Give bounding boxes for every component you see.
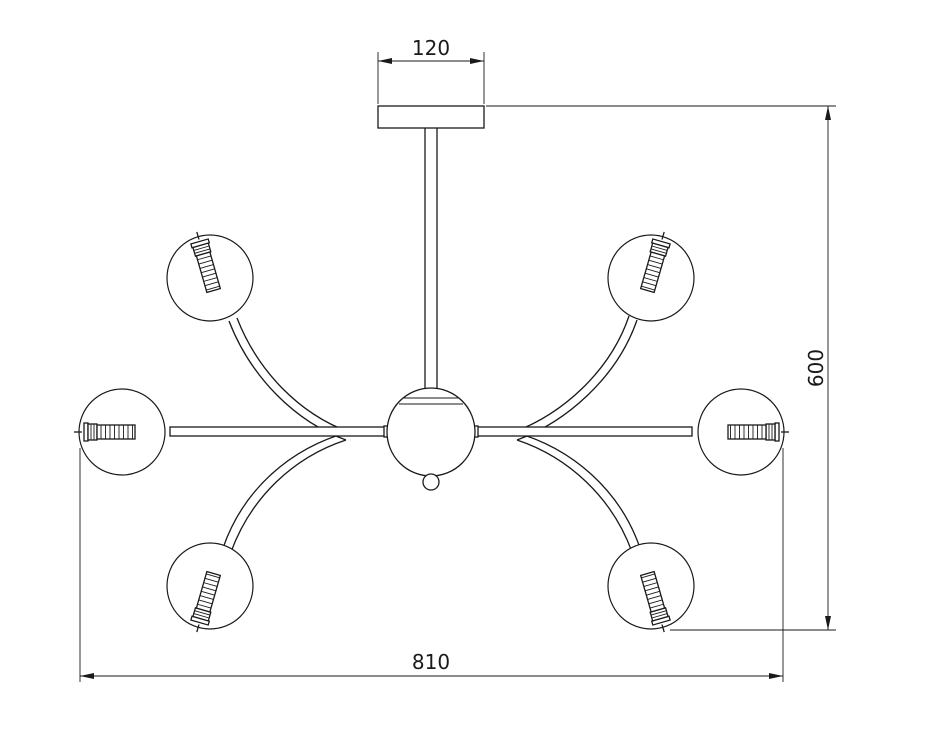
lamp-connector bbox=[661, 231, 665, 240]
lamp-connector bbox=[196, 231, 200, 240]
lamp-globe-lower-right bbox=[607, 542, 695, 633]
lamp-connector bbox=[661, 624, 665, 633]
bulb bbox=[190, 570, 222, 626]
hub-finial bbox=[422, 473, 440, 491]
lamp-globe-lower-left bbox=[166, 542, 254, 633]
dimension-overall-height: 600 bbox=[486, 105, 836, 631]
overall-width-label: 810 bbox=[412, 650, 450, 674]
lamp-globe-upper-left bbox=[166, 231, 254, 322]
central-hub bbox=[386, 387, 476, 491]
bulb bbox=[639, 238, 671, 294]
dimension-overall-width: 810 bbox=[79, 448, 784, 682]
lamp-globes bbox=[74, 231, 789, 633]
dimension-canopy-width: 120 bbox=[377, 36, 485, 104]
bulb bbox=[639, 570, 671, 626]
lamp-globe-mid-right bbox=[697, 388, 789, 476]
bulb bbox=[190, 238, 222, 294]
bulb bbox=[83, 422, 136, 442]
lamp-connector bbox=[196, 624, 200, 633]
ceiling-canopy bbox=[377, 105, 485, 129]
suspension-rod bbox=[424, 128, 438, 394]
lamp-globe-upper-right bbox=[607, 231, 695, 322]
overall-height-label: 600 bbox=[804, 349, 828, 387]
bulb bbox=[727, 422, 780, 442]
canopy-width-label: 120 bbox=[412, 36, 450, 60]
lamp-globe-mid-left bbox=[74, 388, 166, 476]
